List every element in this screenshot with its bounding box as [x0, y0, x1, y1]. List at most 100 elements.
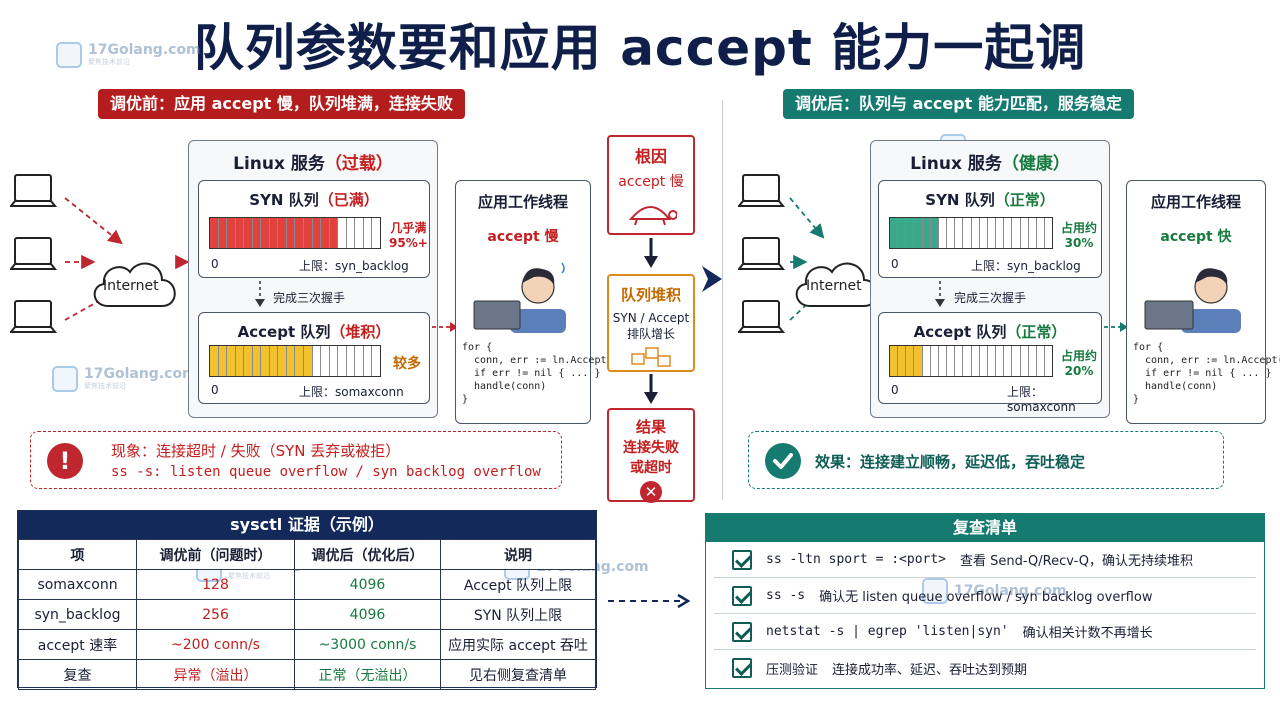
watermark-brand: 17Golang.com	[88, 42, 201, 58]
before-banner: 调优前：应用 accept 慢，队列堆满，连接失败	[98, 89, 465, 119]
after-worker: 应用工作线程 accept 快 for { conn, err := ln.Ac…	[1126, 180, 1280, 424]
queue-cell	[939, 218, 948, 248]
queue-cell	[963, 218, 972, 248]
table-row: 复查 异常（溢出） 正常（无溢出） 见右侧复查清单	[18, 659, 596, 690]
effect-text: 效果：连接建立顺畅，延迟低，吞吐稳定	[815, 453, 1086, 471]
queue-cell	[210, 346, 219, 376]
checklist-panel: 复查清单 ss -ltn sport = :<port>查看 Send-Q/Re…	[705, 513, 1265, 689]
checklist-command: 压测验证	[766, 662, 819, 678]
queue-cell	[947, 346, 956, 376]
internet-cloud-icon	[93, 262, 176, 307]
cell-after: ~3000 conn/s	[294, 629, 441, 660]
syn-fill-label-2: 95%+	[389, 236, 428, 250]
service-title: Linux 服务（健康）	[871, 149, 1109, 174]
accept-queue-bar	[889, 345, 1053, 377]
queue-cell	[269, 346, 279, 376]
accept-limit: 上限：somaxconn	[299, 385, 404, 399]
table-row: accept 速率 ~200 conn/s ~3000 conn/s 应用实际 …	[18, 629, 596, 660]
queue-cell	[355, 218, 364, 248]
handshake-arrow-icon	[255, 281, 265, 307]
table-header-row: 项 调优前（问题时） 调优后（优化后） 说明	[18, 539, 596, 570]
queue-cell	[922, 218, 931, 248]
cell-after: 4096	[294, 599, 441, 630]
queue-cell	[372, 218, 380, 248]
queue-cell	[1037, 346, 1045, 376]
queue-status: （已满）	[318, 191, 379, 209]
queue-cell	[955, 218, 964, 248]
queue-cell	[295, 346, 305, 376]
checklist-item: 压测验证连接成功率、延迟、吞吐达到预期	[714, 650, 1256, 686]
worker-status: accept 慢	[487, 229, 559, 245]
pileup-text-1: SYN / Accept	[612, 311, 690, 325]
stacked-boxes-icon	[631, 347, 671, 367]
root-cause-text: accept 慢	[618, 174, 684, 190]
queue-cell	[914, 218, 923, 248]
internet-label: Internet	[806, 278, 862, 294]
calm-developer-icon	[1144, 268, 1241, 333]
checklist-command: ss -s	[766, 588, 806, 603]
queue-cell	[1045, 346, 1052, 376]
internet-label: Internet	[103, 278, 159, 294]
queue-cell	[955, 346, 964, 376]
phenomenon-line-2: ss -s: listen queue overflow / syn backl…	[111, 464, 541, 480]
queue-cell	[347, 218, 356, 248]
checkbox-checked-icon	[732, 585, 752, 606]
pileup-text-2: 排队增长	[626, 327, 675, 341]
queue-cell	[923, 346, 931, 376]
check-circle-icon	[765, 443, 801, 479]
flow-arrow-down-icon	[644, 374, 658, 404]
after-accept-arrow	[1104, 322, 1128, 332]
queue-cell	[972, 346, 980, 376]
client-laptop-icon	[738, 300, 786, 333]
queue-cell	[980, 346, 988, 376]
before-worker: 应用工作线程 accept 慢 for { conn, err := ln.Ac…	[455, 180, 619, 424]
queue-cell	[278, 218, 287, 248]
checkbox-checked-icon	[732, 549, 752, 570]
queue-cell	[1029, 346, 1037, 376]
queue-cell	[931, 346, 939, 376]
queue-cell	[218, 346, 228, 376]
before-phenomenon: ! 现象：连接超时 / 失败（SYN 丢弃或被拒） ss -s: listen …	[30, 431, 562, 489]
queue-cell	[338, 218, 347, 248]
phenomenon-line-1: 现象：连接超时 / 失败（SYN 丢弃或被拒）	[111, 442, 401, 460]
result-text-2: 或超时	[630, 460, 672, 476]
queue-status: （堆积）	[330, 323, 391, 341]
syn-fill-label-2: 30%	[1064, 236, 1094, 250]
client-laptop-icon	[10, 237, 58, 270]
accept-zero: 0	[211, 383, 219, 397]
watermark-brand: 17Golang.com	[84, 366, 197, 382]
checkbox-checked-icon	[732, 658, 752, 678]
queue-cell	[286, 218, 296, 248]
queue-cell	[261, 218, 270, 248]
sysctl-table: 项 调优前（问题时） 调优后（优化后） 说明 somaxconn 128 409…	[18, 539, 596, 690]
queue-cell	[210, 218, 219, 248]
service-status: （过载）	[324, 154, 393, 174]
queue-cell	[295, 218, 305, 248]
queue-cell	[304, 346, 313, 376]
queue-cell	[963, 346, 972, 376]
section-divider	[722, 100, 723, 500]
cell-item: somaxconn	[18, 569, 137, 600]
queue-cell	[939, 346, 948, 376]
checklist-desc: 连接成功率、延迟、吞吐达到预期	[832, 662, 1028, 678]
warning-icon: !	[47, 443, 83, 479]
queue-title: Accept 队列	[913, 323, 1007, 341]
cell-note: Accept 队列上限	[440, 569, 596, 600]
worker-code: for { conn, err := ln.Accept() if err !=…	[1133, 342, 1280, 405]
checklist-item: ss -s 确认无 listen queue overflow / syn bac…	[714, 578, 1256, 614]
checklist-desc: 确认无 listen queue overflow / syn backlog …	[819, 590, 1153, 605]
queue-cell	[329, 218, 339, 248]
watermark: 17Golang.com	[922, 578, 1067, 604]
queue-cell	[996, 218, 1005, 248]
stressed-developer-icon	[473, 262, 566, 333]
cell-note: 应用实际 accept 吞吐	[440, 629, 596, 660]
queue-cell	[252, 218, 262, 248]
queue-cell	[364, 346, 373, 376]
queue-cell	[347, 346, 356, 376]
queue-cell	[330, 346, 339, 376]
handshake-label: 完成三次握手	[954, 291, 1027, 305]
syn-queue-bar	[209, 217, 381, 249]
